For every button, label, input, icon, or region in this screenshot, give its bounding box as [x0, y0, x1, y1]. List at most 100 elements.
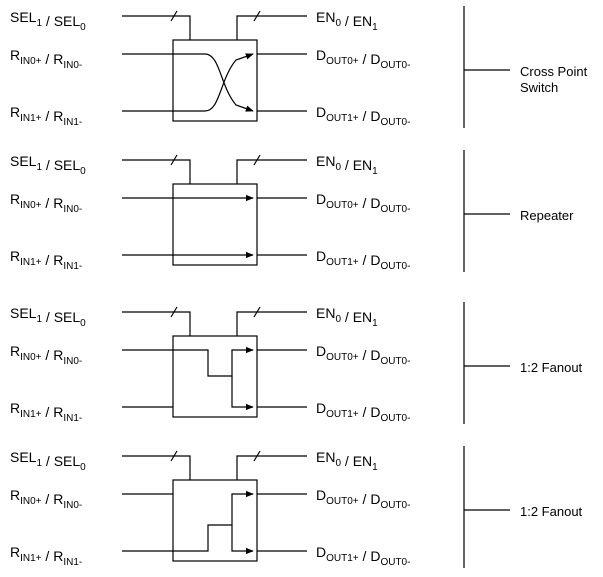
sel-label-subscript: 0	[80, 22, 86, 33]
sel-label-part: /	[42, 453, 54, 469]
sel-line	[122, 311, 191, 336]
rin0-label-part: /	[42, 195, 54, 211]
dout1-label-part: /	[359, 252, 371, 268]
dout0-label: DOUT0+ / DOUT0-	[316, 343, 410, 367]
mode-title-line1: Cross Point	[520, 64, 588, 79]
rin1-label-part: R	[10, 544, 20, 560]
dout0-label-subscript: OUT0-	[380, 60, 410, 71]
cross-path-1-to-0	[173, 53, 254, 112]
sel-bus-slash	[170, 10, 178, 22]
en-line	[236, 311, 307, 336]
dout0-label-subscript: OUT0+	[326, 496, 359, 507]
switch-block	[172, 479, 258, 562]
switch-block	[172, 183, 258, 266]
en-label: EN0 / EN1	[316, 153, 378, 177]
sel-line	[122, 455, 191, 480]
rin1-label-part: /	[42, 404, 54, 420]
dout0-label-part: D	[316, 343, 326, 359]
dout0-label: DOUT0+ / DOUT0-	[316, 47, 410, 71]
fanout-path-bottom	[231, 525, 254, 555]
en-label-part: EN	[316, 9, 335, 25]
sel-label: SEL1 / SEL0	[10, 9, 86, 33]
dout0-label-subscript: OUT0+	[326, 352, 359, 363]
dout1-label-part: /	[359, 404, 371, 420]
en-line	[236, 159, 307, 184]
dout0-label-subscript: OUT0-	[380, 204, 410, 215]
rin1-label-subscript: IN1-	[63, 261, 82, 272]
rin0-label-part: /	[42, 347, 54, 363]
en-line	[236, 455, 307, 480]
rin0-label-part: R	[10, 487, 20, 503]
dout1-label-part: D	[316, 248, 326, 264]
rin0-label-subscript: IN0-	[63, 356, 82, 367]
fanout-path-top	[173, 346, 254, 377]
en-label-part: EN	[353, 157, 372, 173]
en-line	[236, 15, 307, 40]
en-label-part: EN	[316, 153, 335, 169]
rin1-label-part: R	[53, 404, 63, 420]
sel-label-subscript: 1	[36, 162, 42, 173]
en-label: EN0 / EN1	[316, 449, 378, 473]
en-label-part: /	[341, 157, 353, 173]
dout1-label-part: D	[316, 400, 326, 416]
dout0-label-part: D	[370, 51, 380, 67]
rin0-label-part: R	[10, 47, 20, 63]
rin1-label-subscript: IN1+	[20, 257, 42, 268]
rin1-label: RIN1+ / RIN1-	[10, 400, 82, 424]
sel-label-part: SEL	[10, 305, 37, 321]
dout0-label-part: D	[316, 47, 326, 63]
en-label-part: /	[341, 453, 353, 469]
mode-title: 1:2 Fanout	[520, 504, 583, 519]
rin1-label-part: /	[42, 548, 54, 564]
dout1-label-subscript: OUT0-	[380, 261, 410, 272]
cross-path-0-to-1	[173, 53, 254, 112]
rin0-label-part: /	[42, 51, 54, 67]
fanout-path-bottom	[231, 376, 254, 411]
rin0-label-part: /	[42, 491, 54, 507]
dout0-label-part: D	[316, 487, 326, 503]
en-label-part: EN	[316, 449, 335, 465]
rin0-label-subscript: IN0-	[63, 500, 82, 511]
sel-label-subscript: 0	[80, 318, 86, 329]
en-label-subscript: 0	[335, 18, 341, 29]
sel-label-part: SEL	[54, 453, 81, 469]
sel-line	[122, 15, 191, 40]
mode-title-line2: Switch	[520, 80, 558, 95]
sel-label-part: SEL	[54, 309, 81, 325]
mode-title: 1:2 Fanout	[520, 360, 583, 375]
rin1-label-subscript: IN1+	[20, 553, 42, 564]
sel-label: SEL1 / SEL0	[10, 449, 86, 473]
dout1-label: DOUT1+ / DOUT0-	[316, 104, 410, 128]
rin1-label-part: R	[53, 252, 63, 268]
rin1-label-part: R	[10, 400, 20, 416]
dout1-label-subscript: OUT1+	[326, 113, 359, 124]
sel-label-subscript: 1	[36, 314, 42, 325]
sel-label-part: /	[42, 309, 54, 325]
dout0-label-part: /	[359, 51, 371, 67]
en-bus-slash	[253, 10, 261, 22]
fanout-path-top	[173, 490, 254, 552]
rin1-label-part: /	[42, 252, 54, 268]
en-label-subscript: 0	[335, 458, 341, 469]
en-label-part: /	[341, 13, 353, 29]
sel-line	[122, 159, 191, 184]
rin0-label-part: R	[53, 51, 63, 67]
sel-label-part: /	[42, 157, 54, 173]
dout0-label-part: D	[370, 347, 380, 363]
dout1-label-part: D	[370, 252, 380, 268]
rin1-label: RIN1+ / RIN1-	[10, 248, 82, 272]
dout0-label-part: /	[359, 491, 371, 507]
en-label-subscript: 1	[372, 462, 378, 473]
dout1-label-subscript: OUT1+	[326, 409, 359, 420]
en-bus-slash	[253, 450, 261, 462]
mode-title: Repeater	[520, 208, 574, 223]
dout0-label-part: D	[370, 195, 380, 211]
rin1-label: RIN1+ / RIN1-	[10, 544, 82, 568]
en-label-subscript: 0	[335, 162, 341, 173]
dout1-label-subscript: OUT0-	[380, 557, 410, 568]
sel-label-subscript: 1	[36, 18, 42, 29]
